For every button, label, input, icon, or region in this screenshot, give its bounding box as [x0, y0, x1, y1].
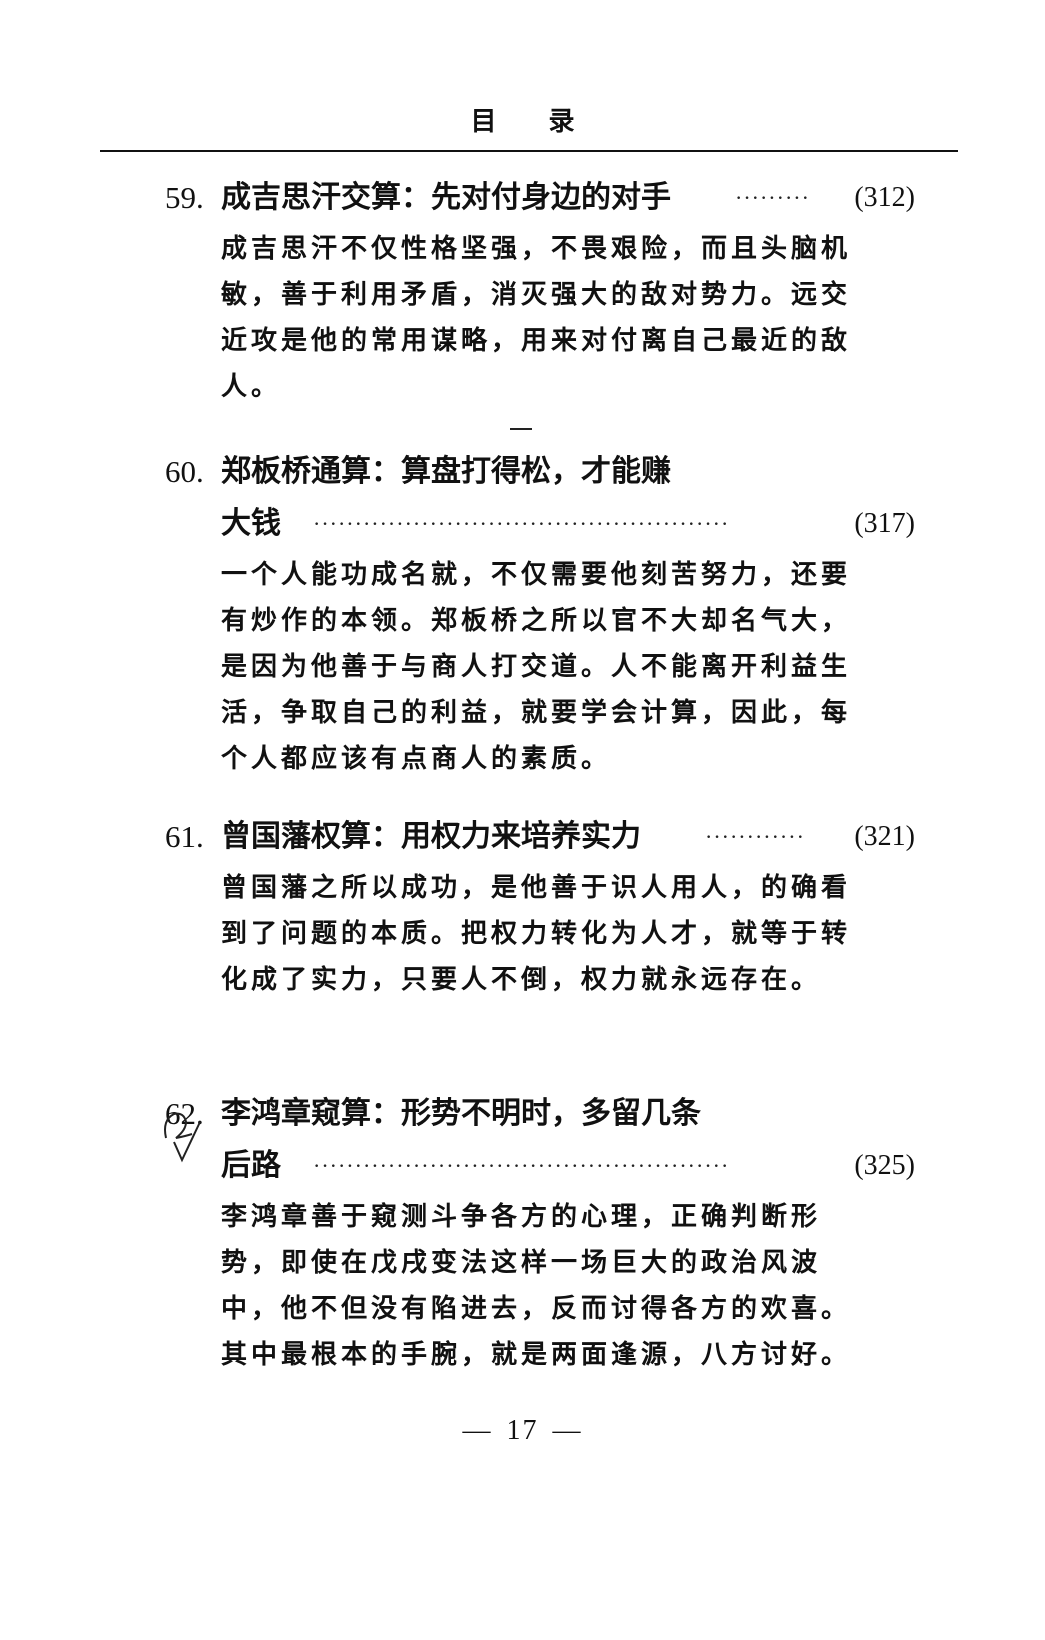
dot-leader: ········································…: [313, 1153, 730, 1178]
page-number: — 17 —: [0, 1415, 1045, 1447]
page-number-dash-right: —: [552, 1415, 583, 1446]
entry-heading: 61. 曾国藩权算：用权力来培养实力 ············ (321): [165, 811, 965, 863]
toc-entry-61[interactable]: 61. 曾国藩权算：用权力来培养实力 ············ (321) 曾国…: [165, 811, 965, 1003]
toc-entry-62[interactable]: 62. 李鸿章窥算：形势不明时，多留几条 后路 ················…: [165, 1088, 965, 1378]
toc-entry-59[interactable]: 59. 成吉思汗交算：先对付身边的对手 ········· (312) 成吉思汗…: [165, 172, 965, 410]
stray-mark: [510, 428, 532, 430]
header-title-char-2: 录: [548, 107, 575, 137]
entry-title-continued: 后路: [221, 1148, 281, 1183]
entry-description: 李鸿章善于窥测斗争各方的心理，正确判断形势，即使在戊戌变法这样一场巨大的政治风波…: [221, 1202, 852, 1370]
page-reference: (317): [854, 508, 915, 539]
entry-title: 李鸿章窥算：形势不明时，多留几条: [221, 1096, 701, 1131]
entry-heading: 59. 成吉思汗交算：先对付身边的对手 ········· (312): [165, 172, 965, 224]
page-number-dash-left: —: [462, 1415, 493, 1446]
entry-number: 59.: [165, 180, 204, 215]
entry-title: 曾国藩权算：用权力来培养实力: [221, 819, 641, 854]
entry-title-continued: 大钱: [221, 506, 281, 541]
page-reference: (321): [854, 821, 915, 852]
entry-description: 成吉思汗不仅性格坚强，不畏艰险，而且头脑机敏，善于利用矛盾，消灭强大的敌对势力。…: [221, 234, 852, 402]
handwritten-check-icon: [164, 1112, 201, 1163]
page-reference: (312): [854, 182, 915, 213]
entry-heading: 60. 郑板桥通算：算盘打得松，才能赚 大钱 ·················…: [165, 446, 965, 550]
entry-description: 一个人能功成名就，不仅需要他刻苦努力，还要有炒作的本领。郑板桥之所以官不大却名气…: [221, 560, 852, 774]
dot-leader: ········································…: [313, 511, 730, 536]
entry-number: 61.: [165, 819, 204, 854]
page-reference: (325): [854, 1150, 915, 1181]
entry-number: 62.: [165, 1096, 204, 1131]
dot-leader: ············: [705, 824, 805, 849]
dot-leader: ·········: [735, 185, 810, 210]
entry-title: 郑板桥通算：算盘打得松，才能赚: [221, 454, 671, 489]
page-number-value: 17: [506, 1415, 539, 1446]
entry-heading: 62. 李鸿章窥算：形势不明时，多留几条 后路 ················…: [165, 1088, 965, 1192]
header-title: 目录: [0, 101, 1045, 138]
entry-title: 成吉思汗交算：先对付身边的对手: [221, 180, 671, 215]
header-rule: [100, 150, 958, 152]
header-title-char-1: 目: [470, 107, 497, 137]
entry-description: 曾国藩之所以成功，是他善于识人用人，的确看到了问题的本质。把权力转化为人才，就等…: [221, 873, 852, 995]
entry-number: 60.: [165, 454, 204, 489]
toc-entry-60[interactable]: 60. 郑板桥通算：算盘打得松，才能赚 大钱 ·················…: [165, 446, 965, 782]
